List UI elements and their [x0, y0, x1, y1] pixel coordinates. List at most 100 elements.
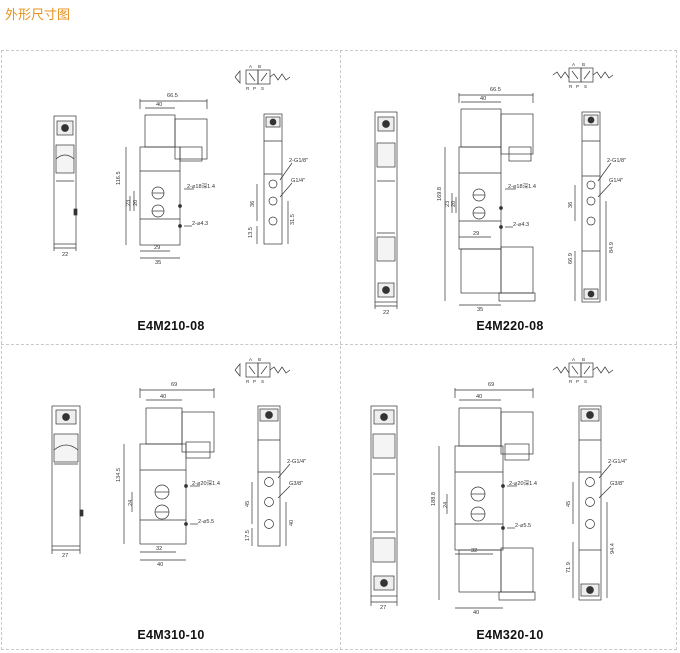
symbol-port-r: R	[569, 84, 573, 89]
dim-24: 24	[128, 500, 134, 506]
side-view	[53, 115, 78, 251]
symbol-port-p: P	[576, 379, 579, 384]
dim-port-label: 2-⌀20深1.4	[192, 479, 220, 487]
model-label: E4M220-08	[476, 319, 544, 333]
dim-inlet-thread: G3/8"	[610, 481, 624, 487]
dim-v2: 17.5	[245, 530, 251, 541]
dim-side-width: 22	[62, 252, 68, 258]
dim-v3: 84.9	[609, 242, 615, 253]
model-label: E4M310-10	[137, 628, 205, 642]
front-view	[444, 93, 536, 306]
drawing-e4m310: 27 69 40 134.5 24 2-⌀20深1.4 2-⌀5.5 32 40	[2, 346, 340, 642]
symbol-port-a: A	[572, 62, 576, 67]
symbol-port-p: P	[253, 86, 256, 91]
symbol-port-a: A	[249, 357, 253, 362]
dim-v3: 94.4	[610, 543, 616, 554]
dim-height: 134.5	[116, 468, 122, 482]
dim-inlet-thread: G3/8"	[289, 481, 303, 487]
symbol-port-r: R	[569, 379, 573, 384]
dim-inlet-thread: G1/4"	[291, 178, 305, 184]
side-view	[51, 405, 84, 554]
dim-bottom-width: 40	[473, 610, 479, 616]
dim-v3: 40	[289, 520, 295, 526]
symbol-port-s: S	[261, 86, 264, 91]
dim-port-thread: 2-G1/4"	[287, 459, 306, 465]
symbol-port-b: B	[582, 62, 585, 67]
side-view	[370, 405, 398, 606]
dim-side-width: 22	[383, 310, 389, 316]
dim-port-label: 2-⌀20深1.4	[509, 479, 537, 487]
symbol-port-b: B	[582, 357, 585, 362]
drawing-frame	[1, 50, 677, 650]
symbol-port-s: S	[261, 379, 264, 384]
dim-mount-label: 2-⌀5.5	[515, 523, 531, 529]
model-label: E4M320-10	[476, 628, 544, 642]
symbol-port-r: R	[246, 86, 250, 91]
dim-bottom-width: 35	[477, 307, 483, 313]
vertical-divider	[340, 50, 341, 650]
right-view	[572, 405, 612, 601]
drawing-e4m210: 22 66.5 40 116.5 23 20 2-⌀18深1.4 2-⌀4.3 …	[2, 51, 340, 343]
front-view	[123, 388, 215, 561]
dim-port-label: 2-⌀18深1.4	[508, 182, 536, 190]
dim-top-inner: 40	[156, 102, 162, 108]
dim-v1: 45	[566, 501, 572, 507]
drawing-e4m220: 22 66.5 40 169.8 23 20 2-⌀18深1.4 2-⌀4.3 …	[341, 51, 679, 343]
dim-23: 23	[445, 201, 451, 207]
dim-bottom-inner: 29	[473, 231, 479, 237]
dim-bottom-inner: 32	[156, 546, 162, 552]
dim-inlet-thread: G1/4"	[609, 178, 623, 184]
dim-v1: 36	[568, 202, 574, 208]
page-title: 外形尺寸图	[5, 8, 71, 23]
dim-bottom-width: 35	[155, 260, 161, 266]
dim-v2: 13.5	[248, 227, 254, 238]
right-view	[251, 405, 291, 547]
symbol-port-s: S	[584, 84, 587, 89]
symbol-port-p: P	[253, 379, 256, 384]
dim-v2: 71.9	[566, 562, 572, 573]
dim-height: 169.8	[437, 187, 443, 201]
dim-top-inner: 40	[160, 394, 166, 400]
symbol-port-a: A	[249, 64, 253, 69]
dim-height: 116.5	[116, 171, 122, 185]
valve-symbol	[552, 67, 614, 83]
symbol-port-b: B	[258, 357, 261, 362]
side-view	[374, 111, 398, 309]
dim-port-thread: 2-G1/8"	[607, 158, 626, 164]
front-view	[125, 99, 208, 259]
model-label: E4M210-08	[137, 319, 205, 333]
valve-symbol	[234, 69, 291, 85]
dim-top-width: 69	[171, 382, 177, 388]
dim-bottom-width: 40	[157, 562, 163, 568]
dim-top-width: 66.5	[490, 87, 501, 93]
symbol-port-p: P	[576, 84, 579, 89]
dim-20: 20	[451, 201, 457, 207]
dim-port-thread: 2-G1/4"	[608, 459, 627, 465]
dim-v1: 36	[250, 201, 256, 207]
dim-mount-label: 2-⌀4.3	[513, 222, 529, 228]
dim-bottom-inner: 32	[471, 548, 477, 554]
dim-height: 188.8	[431, 492, 437, 506]
dim-top-width: 66.5	[167, 93, 178, 99]
dim-port-thread: 2-G1/8"	[289, 158, 308, 164]
dim-top-inner: 40	[480, 96, 486, 102]
dim-side-width: 27	[62, 553, 68, 559]
dim-side-width: 27	[380, 605, 386, 611]
dim-v1: 45	[245, 501, 251, 507]
dim-mount-label: 2-⌀4.3	[192, 221, 208, 227]
dim-v3: 31.5	[290, 214, 296, 225]
horizontal-divider	[1, 344, 677, 345]
dim-24: 24	[443, 502, 449, 508]
symbol-port-a: A	[572, 357, 576, 362]
front-view	[438, 388, 536, 609]
symbol-port-b: B	[258, 64, 261, 69]
drawing-e4m320: 27 69 40 188.8 24 2-⌀20深1.4 2-⌀5.5 32 40	[341, 346, 679, 642]
dim-v2: 66.9	[568, 253, 574, 264]
symbol-port-s: S	[584, 379, 587, 384]
dim-top-inner: 40	[476, 394, 482, 400]
dim-bottom-inner: 29	[154, 245, 160, 251]
symbol-port-r: R	[246, 379, 250, 384]
right-view	[574, 111, 612, 303]
dim-mount-label: 2-⌀5.5	[198, 519, 214, 525]
dim-23: 23	[126, 200, 132, 206]
